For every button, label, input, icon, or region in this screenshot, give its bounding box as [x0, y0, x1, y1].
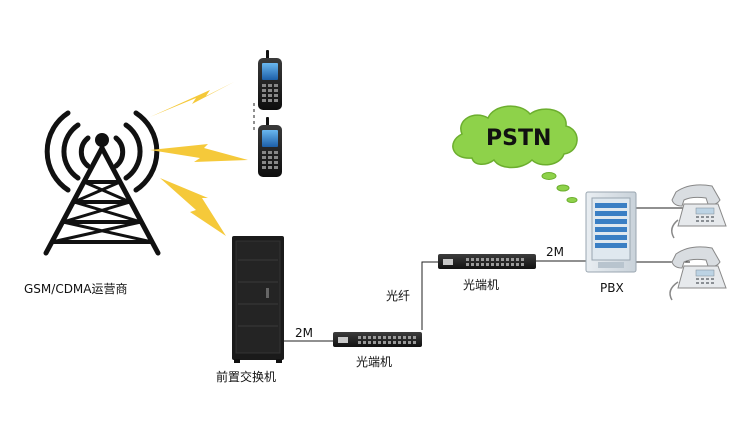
pbx-label: PBX	[600, 281, 624, 295]
lightning-bolt-icon	[150, 82, 248, 236]
connection-lines	[253, 103, 690, 342]
front-switch-label: 前置交换机	[216, 369, 276, 384]
optical-transceiver-icon	[438, 254, 536, 269]
pstn-label: PSTN	[486, 126, 551, 151]
optical-upper-label: 光端机	[463, 278, 499, 292]
lightning-bolt-top	[150, 82, 234, 117]
optical-transceiver-upper	[438, 254, 536, 269]
desk-telephone-bottom	[669, 246, 727, 301]
mobile-phone-top	[258, 50, 282, 110]
lightning-bolt-middle	[150, 144, 248, 162]
desk-telephone-icon	[671, 184, 727, 239]
link-lower-label: 2M	[295, 326, 313, 340]
cloud-trail-dots	[541, 172, 578, 203]
link-upper-label: 2M	[546, 245, 564, 259]
fiber-label: 光纤	[386, 289, 410, 303]
lightning-bolt-lower	[160, 178, 226, 236]
pbx-cabinet-icon	[585, 191, 637, 273]
optical-transceiver-icon	[333, 332, 422, 347]
tower-label: GSM/CDMA运营商	[24, 281, 128, 296]
mobile-phone-icon	[258, 50, 282, 110]
desk-telephone-top	[671, 184, 727, 239]
optical-lower-label: 光端机	[356, 355, 392, 369]
mobile-phone-icon	[258, 117, 282, 177]
optical-transceiver-lower	[333, 332, 422, 347]
desk-telephone-icon	[669, 246, 727, 301]
fiber-link	[421, 261, 438, 330]
mobile-phone-bottom	[258, 117, 282, 177]
cell-tower-icon	[43, 110, 161, 256]
cloud-icon	[452, 105, 578, 169]
server-rack-icon	[232, 236, 284, 363]
